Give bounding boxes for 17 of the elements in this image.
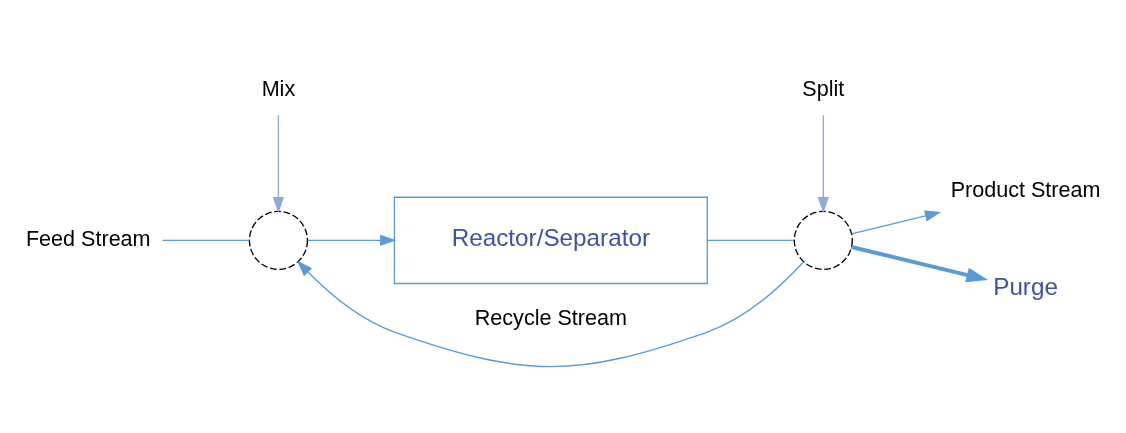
connector: [161, 239, 251, 242]
edge-label: Recycle Stream: [474, 305, 627, 331]
arrow: [817, 114, 829, 214]
node-box: Reactor/Separator: [393, 196, 708, 285]
node-circle: [248, 210, 309, 271]
node-circle: [793, 210, 853, 271]
node-text: Purge: [993, 272, 1058, 300]
node-text: Split: [802, 75, 845, 101]
connector: [706, 239, 795, 242]
arrow: [851, 244, 989, 283]
arrow: [850, 210, 942, 235]
arrow: [296, 260, 805, 368]
node-text: Mix: [261, 75, 296, 101]
node-text: Product Stream: [950, 176, 1101, 202]
arrow: [306, 234, 397, 247]
arrow: [272, 114, 285, 214]
node-text: Feed Stream: [25, 225, 151, 251]
